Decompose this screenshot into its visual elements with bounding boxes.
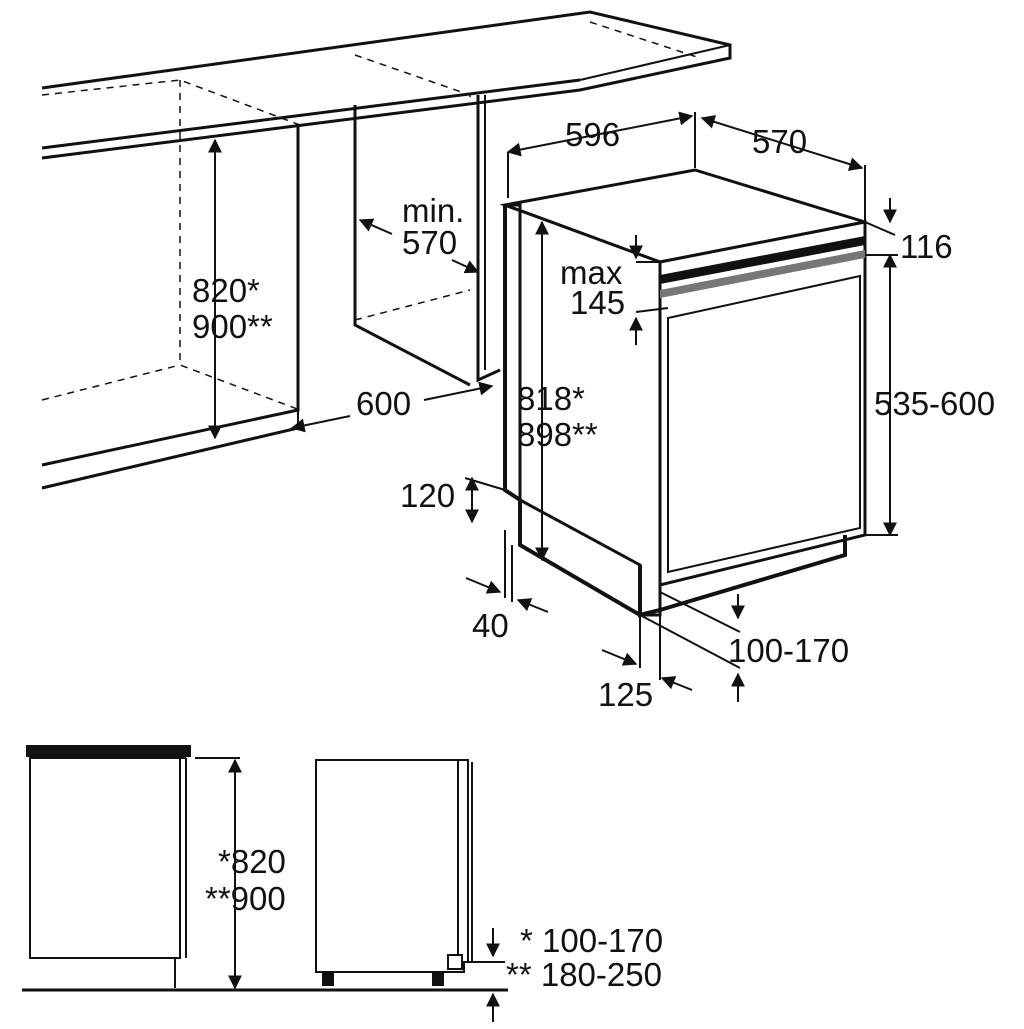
side-view: *820 **900 * 100-170 ** 180-250 [22, 745, 663, 1022]
door-panel [667, 274, 861, 574]
label-niche-height-2: 900** [192, 308, 273, 345]
ext-line-116 [864, 221, 896, 236]
side-label-foot1: * 100-170 [520, 922, 663, 959]
dimension-lines-top [208, 111, 898, 702]
dim-line-600-b [423, 381, 494, 401]
ext-line-100-170-b [639, 614, 741, 669]
label-door-panel: 535-600 [874, 385, 995, 422]
label-niche-height-1: 820* [192, 272, 260, 309]
side-foot-left [322, 972, 334, 986]
plinth-left [41, 426, 299, 490]
side-kick [447, 954, 463, 970]
dim-line-125-b [660, 676, 693, 691]
dishwasher-side-outline [503, 205, 642, 617]
dim-line-40-b [516, 598, 549, 613]
label-plinth-height: 120 [400, 477, 455, 514]
cabinet-dashed-left [179, 80, 301, 411]
control-strip [660, 236, 865, 284]
label-width: 596 [565, 116, 620, 153]
side-cabinet [29, 757, 181, 959]
label-niche-width: 600 [356, 385, 411, 422]
niche-right-wall-front [353, 105, 471, 387]
dim-line-125-a [601, 649, 638, 666]
label-top-gap: 116 [900, 228, 953, 265]
label-min-value: 570 [402, 224, 457, 261]
cabinet-dashed-top-left [41, 79, 301, 126]
side-label-foot2: ** 180-250 [506, 956, 662, 993]
side-dishwasher [315, 759, 465, 973]
niche-right-wall-back [476, 95, 501, 383]
side-worktop [26, 745, 191, 757]
worktop-outline [41, 10, 732, 160]
dim-line-min570-b [451, 259, 480, 274]
cabinet-dashed-floor-left [41, 364, 181, 401]
label-kick-depth: 125 [598, 676, 653, 713]
side-label-h1: *820 [218, 843, 286, 880]
control-strip-lower [660, 250, 865, 298]
label-kick-range: 100-170 [728, 632, 849, 669]
ext-line-max145 [635, 307, 669, 313]
label-max-value: 145 [570, 284, 625, 321]
ext-line-120-top [464, 477, 506, 491]
dim-line-570 [700, 115, 864, 171]
label-min: min. [402, 192, 464, 229]
dim-line-596 [506, 111, 694, 157]
label-appliance-height-2: 898** [517, 416, 598, 453]
cabinet-dashed-floor-mid [354, 289, 471, 321]
side-door [457, 759, 469, 963]
cabinet-dashed-top-right [589, 21, 701, 59]
dim-line-min570-a [358, 218, 393, 235]
cabinet-dashed-top-mid [354, 54, 471, 105]
dishwasher-perspective [499, 168, 867, 618]
ext-line-100-170-a [659, 591, 741, 633]
side-foot-right [432, 972, 444, 986]
label-max: max [560, 254, 623, 291]
kitchen-cabinets [41, 10, 732, 490]
dim-line-40-a [465, 577, 502, 594]
label-plinth-depth: 40 [472, 607, 509, 644]
dimension-labels-top: 596 570 min. 570 820* 900** 600 max 145 … [192, 116, 995, 713]
side-label-h2: **900 [205, 880, 286, 917]
worktop-edge-right [579, 44, 731, 81]
label-appliance-height-1: 818* [517, 380, 585, 417]
worktop-edge [41, 78, 581, 150]
label-depth: 570 [752, 123, 807, 160]
dim-line-600-a [290, 415, 351, 433]
